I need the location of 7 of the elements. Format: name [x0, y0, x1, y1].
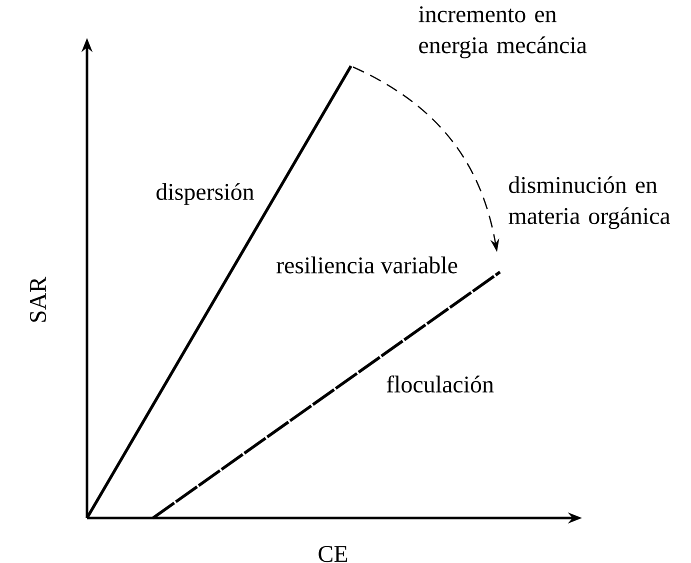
region-label: dispersión	[156, 183, 254, 205]
axis-label: CE	[318, 546, 348, 562]
annotation-text: incremento en energia mecáncia	[418, 6, 587, 58]
annotation-text: disminución en materia orgánica	[508, 176, 670, 230]
region-label: resiliencia variable	[276, 256, 458, 274]
axis-label: SAR	[30, 276, 46, 322]
region-label: floculación	[386, 375, 494, 393]
